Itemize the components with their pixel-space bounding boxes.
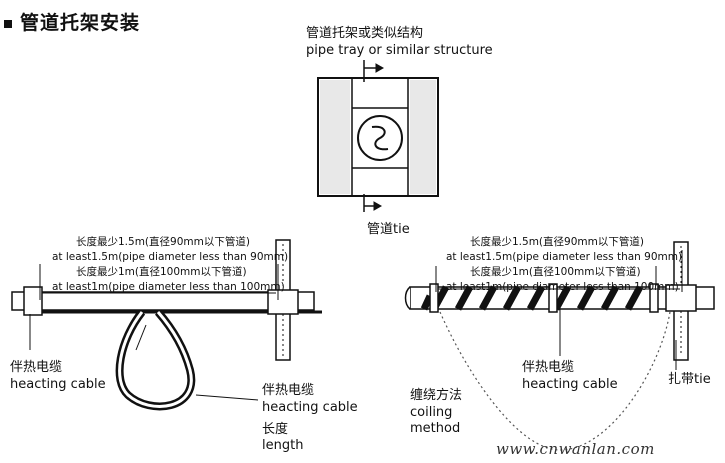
- cable-tie-label: 扎带tie: [668, 372, 711, 387]
- right-length-min-1m-en: at least1m(pipe diameter less than 100mm…: [446, 281, 679, 293]
- left-dimension: [39, 264, 279, 300]
- length-label-cn: 长度: [262, 422, 289, 437]
- pipe-tray-cross-section: [317, 77, 439, 197]
- pipe-tray-label-en: pipe tray or similar structure: [306, 43, 493, 58]
- coiling-method-cn: 缠绕方法: [410, 388, 463, 403]
- section-arrows: [363, 60, 385, 212]
- watermark-text: www.cnwanlan.com: [496, 440, 655, 458]
- left-heating-cable-cn: 伴热电缆: [10, 360, 63, 375]
- left-length-min-1-5m-cn: 长度最少1.5m(直径90mm以下管道): [76, 236, 250, 248]
- right-heating-cable-en: heacting cable: [522, 377, 618, 392]
- left-length-min-1-5m-en: at least1.5m(pipe diameter less than 90m…: [52, 251, 289, 263]
- coil-wraps: [420, 285, 644, 311]
- right-dimension: [435, 250, 683, 292]
- right-length-min-1-5m-cn: 长度最少1.5m(直径90mm以下管道): [470, 236, 644, 248]
- right-pointers: [559, 308, 677, 370]
- left-heating-cable-en: heacting cable: [10, 377, 106, 392]
- length-label-en: length: [262, 438, 304, 453]
- coiling-method-en-1: coiling: [410, 405, 453, 420]
- right-support-bracket: [665, 241, 697, 361]
- page-title: 管道托架安装: [4, 8, 140, 35]
- pipe-tie-label: 管道tie: [367, 222, 410, 237]
- title-text: 管道托架安装: [20, 12, 141, 34]
- loop-heating-cable-cn: 伴热电缆: [262, 383, 315, 398]
- left-support-bracket: [267, 239, 299, 361]
- right-length-min-1-5m-en: at least1.5m(pipe diameter less than 90m…: [446, 251, 683, 263]
- coil-dotted-path: [439, 311, 671, 451]
- heating-cable-loop: [115, 309, 196, 411]
- left-length-min-1m-en: at least1m(pipe diameter less than 100mm…: [52, 281, 285, 293]
- coiling-method-en-2: method: [410, 421, 461, 436]
- loop-heating-cable-en: heacting cable: [262, 400, 358, 415]
- left-clamp: [23, 286, 43, 316]
- left-pointers: [29, 314, 259, 401]
- right-clamps: [429, 283, 659, 313]
- right-heating-cable-cn: 伴热电缆: [522, 360, 575, 375]
- title-bullet: [4, 19, 12, 28]
- left-length-min-1m-cn: 长度最少1m(直径100mm以下管道): [76, 266, 247, 278]
- right-length-min-1m-cn: 长度最少1m(直径100mm以下管道): [470, 266, 641, 278]
- pipe-tray-label-cn: 管道托架或类似结构: [306, 26, 424, 41]
